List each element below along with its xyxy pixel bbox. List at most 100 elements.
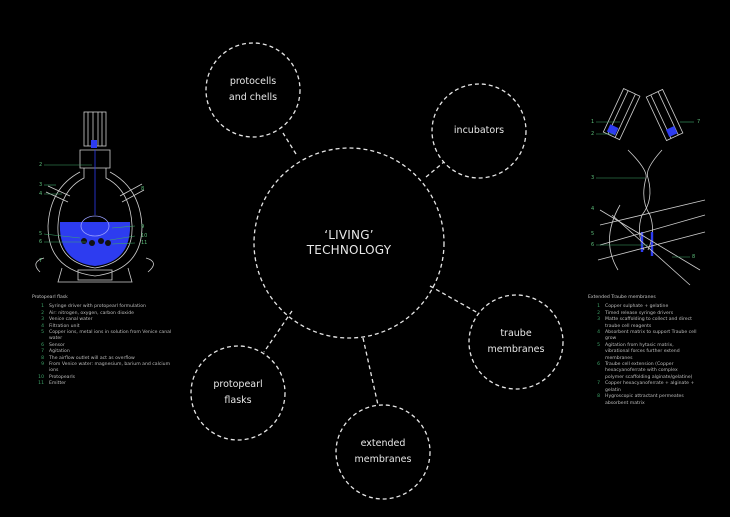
legend-num: 3 [597,317,600,323]
legend-item: 2 Timed release syringe drivers [588,311,698,317]
left-callout-6: 6 [39,239,43,245]
node-extended-membranes[interactable]: extended membranes [355,436,412,468]
node-extended-line2: membranes [354,454,412,465]
protopearl-flask-illustration [35,111,154,283]
legend-text: Agitation [49,349,70,355]
right-callout-8: 8 [692,254,696,260]
legend-text: Sensor [49,342,65,348]
left-callout-5: 5 [39,231,43,237]
node-protocells-line2: and chells [228,92,278,103]
legend-num: 6 [41,342,44,348]
legend-num: 5 [41,330,44,336]
legend-num: 3 [41,317,44,323]
node-incubators-line1: incubators [453,125,505,136]
legend-text: Agitation from hytasic matrix, vibration… [605,342,680,361]
legend-text: Emitter [49,381,66,387]
legend-text: Matte scaffolding to collect and direct … [605,317,692,329]
legend-item: 7 Copper hexacyanoferrate + alginate + ge… [588,381,698,394]
legend-num: 1 [41,304,44,310]
node-circle-traube [468,294,564,390]
legend-num: 1 [597,304,600,310]
connector-extended [362,337,379,406]
left-callout-11: 11 [141,240,148,246]
connector-incubators [425,161,445,178]
node-protocells-line1: protocells [229,76,277,87]
legend-text: Air: nitrogen, oxygen, carbon dioxide [49,310,135,316]
legend-num: 2 [41,310,44,316]
traube-membranes-illustration [597,88,706,286]
left-callout-10: 10 [141,233,148,239]
legend-title: Extended Traube membranes [588,295,656,300]
legend-num: 10 [38,374,44,380]
right-callout-3: 3 [591,175,595,181]
right-callout-7: 7 [697,119,701,125]
legend-text: Syringe driver with protopearl formulati… [49,304,146,310]
legend-title: Protopearl flask [32,295,68,300]
connector-traube [429,285,479,314]
node-circle-incubators [431,83,527,179]
node-incubators[interactable]: incubators [454,123,504,139]
legend-text: Copper sulphate + gelatine [605,304,669,310]
traube-membranes-legend: Extended Traube membranes 1 Copper sulpha… [588,295,698,407]
legend-text: Traube cell extension (Copper hexacyanof… [605,362,693,380]
legend-item: 6 Sensor [32,343,172,349]
legend-text: Copper hexacyanoferrate + alginate + gel… [605,381,695,393]
legend-num: 7 [597,381,600,387]
legend-text: From Venice water: magnesium, barium and… [49,362,171,374]
right-callout-1: 1 [591,119,595,125]
left-callout-leaders [43,164,136,245]
legend-item: 7 Agitation [32,349,172,355]
center-node-circle [253,147,445,339]
node-traube-line1: traube [500,328,532,339]
legend-num: 7 [41,349,44,355]
node-circle-extended [335,404,431,500]
legend-item: 5 Agitation from hytasic matrix, vibratio… [588,343,698,362]
right-callout-4: 4 [591,206,595,212]
left-callout-7: 7 [39,258,43,264]
connector-protocells [282,132,297,155]
center-node: ‘LIVING’ TECHNOLOGY [307,228,391,258]
legend-item: 3 Matte scaffolding to collect and direct… [588,317,698,330]
legend-num: 2 [597,310,600,316]
legend-item: 3 Venice canal water [32,317,172,323]
right-callout-2: 2 [591,131,595,137]
node-protocells[interactable]: protocells and chells [229,74,277,106]
legend-text: Hygroscopic attractant permeates absorbe… [605,394,684,406]
legend-text: Timed release syringe drivers [605,310,674,316]
left-callout-9: 9 [141,224,145,230]
legend-text: The airflow outlet will act as overflow [49,355,135,361]
legend-num: 9 [41,362,44,368]
center-node-line1: ‘LIVING’ [324,228,374,242]
legend-item: 1 Copper sulphate + gelatine [588,304,698,310]
legend-item: 9 From Venice water: magnesium, barium an… [32,362,172,375]
protopearl-flask-legend: Protopearl flask 1 Syringe driver with pr… [32,295,172,388]
legend-num: 5 [597,342,600,348]
legend-item: 4 Absorbent matrix to support Traube cell… [588,330,698,343]
right-callout-5: 5 [591,231,595,237]
legend-num: 8 [41,355,44,361]
legend-num: 6 [597,362,600,368]
legend-item: 6 Traube cell extension (Copper hexacyano… [588,362,698,381]
node-extended-line1: extended [360,438,406,449]
legend-num: 4 [41,323,44,329]
legend-text: Filtration unit [49,323,80,329]
left-callout-8: 8 [141,186,145,192]
left-callout-4: 4 [39,191,43,197]
node-protopearl-line1: protopearl [213,379,263,390]
node-circle-protopearl [190,345,286,441]
legend-num: 4 [597,330,600,336]
legend-text: Protopearls [49,374,76,380]
node-protopearl-flasks[interactable]: protopearl flasks [213,377,262,409]
node-protopearl-line2: flasks [224,395,252,406]
left-callout-2: 2 [39,162,43,168]
node-traube-membranes[interactable]: traube membranes [488,326,545,358]
legend-num: 11 [38,381,44,387]
legend-text: Venice canal water [49,317,93,323]
right-callout-6: 6 [591,242,595,248]
left-callout-3: 3 [39,182,43,188]
right-callout-leaders [596,121,694,258]
legend-text: Absorbent matrix to support Traube cell … [605,330,697,342]
center-node-line2: TECHNOLOGY [306,243,392,257]
